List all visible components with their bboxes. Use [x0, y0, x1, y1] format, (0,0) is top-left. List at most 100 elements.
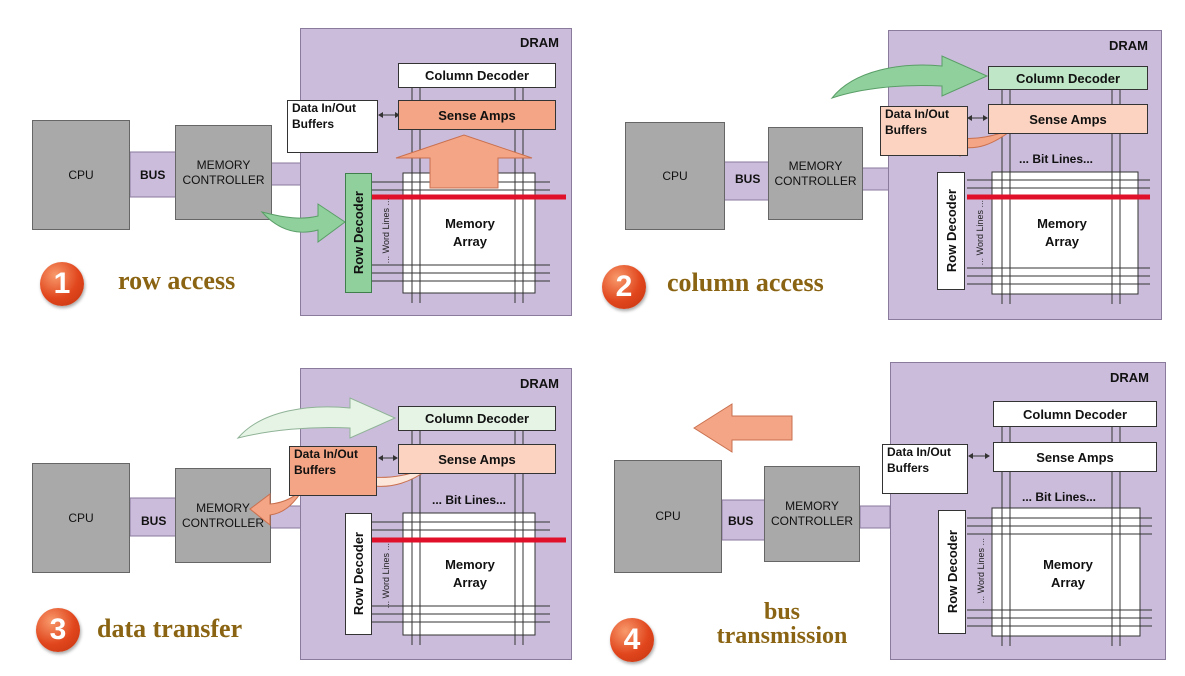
panel-data-transfer: CPU BUS MEMORY CONTROLLER DRAM Column De… [0, 338, 592, 676]
step-3-badge: 3 [36, 608, 80, 652]
data-io-label-1: Data In/Out [292, 101, 357, 115]
memory-array-label-2: Array [453, 574, 487, 590]
cpu-label: CPU [662, 168, 688, 183]
memory-array-label: Memory Array [1038, 556, 1098, 591]
column-decoder-label: Column Decoder [424, 68, 529, 83]
cpu-label: CPU [68, 510, 94, 525]
step-3-text: data transfer [97, 614, 243, 643]
data-io-buffers: Data In/Out Buffers [287, 100, 378, 153]
row-decoder: Row Decoder [937, 172, 965, 290]
sense-amps: Sense Amps [398, 444, 556, 474]
row-decoder-label: Row Decoder [351, 532, 366, 616]
bit-lines-label: ... Bit Lines... [1022, 490, 1097, 504]
memory-array-label-1: Memory [445, 557, 495, 572]
step-4-label: bus transmission [682, 600, 882, 648]
data-io-label-2: Buffers [885, 122, 928, 137]
data-io-label-2: Buffers [292, 116, 335, 131]
data-io-buffers: Data In/Out Buffers [289, 446, 377, 496]
step-4-text-line-2: transmission [716, 623, 848, 649]
memory-controller-box: MEMORY CONTROLLER [764, 466, 860, 562]
bus-label: BUS [728, 514, 754, 528]
memory-array-label: Memory Array [440, 556, 500, 591]
step-2-text: column access [667, 268, 824, 297]
memory-controller-label-2: CONTROLLER [770, 514, 853, 528]
step-3-label: data transfer [97, 616, 242, 642]
bus-label: BUS [735, 172, 761, 186]
dram-label: DRAM [1109, 38, 1148, 53]
memory-controller-box: MEMORY CONTROLLER [175, 468, 271, 563]
column-decoder: Column Decoder [988, 66, 1148, 90]
cpu-box: CPU [625, 122, 725, 230]
memory-array-label: Memory Array [440, 215, 500, 250]
row-decoder-label: Row Decoder [943, 189, 959, 273]
sense-amps-label: Sense Amps [1029, 111, 1107, 127]
sense-amps-label: Sense Amps [1036, 449, 1114, 465]
data-io-label-1: Data In/Out [885, 107, 950, 121]
word-lines-label: ... Word Lines ... [975, 200, 985, 266]
memory-controller-label-2: CONTROLLER [182, 172, 265, 187]
column-decoder: Column Decoder [993, 401, 1157, 427]
bus-label: BUS [141, 514, 167, 528]
data-io-label-1: Data In/Out [294, 447, 359, 461]
memory-array-label-2: Array [1051, 574, 1085, 590]
memory-array-label-1: Memory [445, 216, 495, 231]
step-4-badge: 4 [610, 618, 654, 662]
sense-amps-label: Sense Amps [438, 451, 516, 467]
step-1-label: row access [118, 268, 235, 294]
column-decoder-label: Column Decoder [1022, 406, 1127, 422]
memory-controller-box: MEMORY CONTROLLER [768, 127, 863, 220]
panel-bus-transmission: CPU BUS MEMORY CONTROLLER DRAM Column De… [592, 338, 1184, 676]
step-1-badge: 1 [40, 262, 84, 306]
step-2-label: column access [667, 270, 824, 296]
sense-amps: Sense Amps [988, 104, 1148, 134]
cpu-label: CPU [655, 509, 681, 523]
bus-label: BUS [140, 168, 166, 182]
column-decoder: Column Decoder [398, 63, 556, 88]
cpu-label: CPU [68, 167, 94, 182]
data-io-label-2: Buffers [294, 462, 337, 477]
memory-controller-label-1: MEMORY [785, 499, 839, 513]
cpu-box: CPU [32, 120, 130, 230]
dram-label: DRAM [520, 376, 559, 391]
row-decoder: Row Decoder [345, 173, 372, 293]
data-io-label-2: Buffers [887, 460, 930, 475]
row-decoder: Row Decoder [938, 510, 966, 634]
sense-amps: Sense Amps [398, 100, 556, 130]
word-lines-label: ... Word Lines ... [976, 538, 986, 604]
data-io-buffers: Data In/Out Buffers [882, 444, 968, 494]
memory-controller-label-2: CONTROLLER [181, 515, 264, 530]
memory-controller-label-1: MEMORY [196, 500, 250, 515]
word-lines-label: ... Word Lines ... [381, 198, 391, 264]
row-decoder-label: Row Decoder [944, 530, 960, 614]
panel-row-access: CPU BUS MEMORY CONTROLLER DRAM Column De… [0, 0, 592, 338]
memory-controller-label-1: MEMORY [196, 157, 251, 172]
step-4-text-line-1: bus [763, 599, 801, 625]
data-io-buffers: Data In/Out Buffers [880, 106, 968, 156]
step-1-text: row access [118, 266, 236, 295]
row-decoder: Row Decoder [345, 513, 372, 635]
cpu-box: CPU [32, 463, 130, 573]
memory-controller-label-1: MEMORY [788, 158, 843, 173]
step-2-badge: 2 [602, 265, 646, 309]
column-decoder: Column Decoder [398, 406, 556, 431]
memory-array-label-1: Memory [1037, 216, 1087, 231]
column-decoder-label: Column Decoder [424, 411, 529, 426]
bit-lines-label: ... Bit Lines... [432, 493, 507, 507]
dram-label: DRAM [1110, 370, 1149, 385]
memory-array-label-1: Memory [1043, 557, 1093, 572]
data-io-label-1: Data In/Out [887, 445, 952, 459]
cpu-box: CPU [614, 460, 722, 573]
memory-array-label: Memory Array [1032, 215, 1092, 250]
dram-label: DRAM [520, 35, 559, 50]
column-decoder-label: Column Decoder [1015, 70, 1120, 86]
sense-amps: Sense Amps [993, 442, 1157, 472]
panel-column-access: CPU BUS MEMORY CONTROLLER DRAM Column De… [592, 0, 1184, 338]
bit-lines-label: ... Bit Lines... [1019, 152, 1094, 166]
memory-array-label-2: Array [453, 233, 487, 249]
sense-amps-label: Sense Amps [438, 107, 516, 123]
memory-array-label-2: Array [1045, 233, 1079, 249]
row-decoder-label: Row Decoder [351, 191, 366, 275]
memory-controller-box: MEMORY CONTROLLER [175, 125, 272, 220]
memory-controller-label-2: CONTROLLER [774, 173, 857, 188]
word-lines-label: ... Word Lines ... [381, 543, 391, 609]
